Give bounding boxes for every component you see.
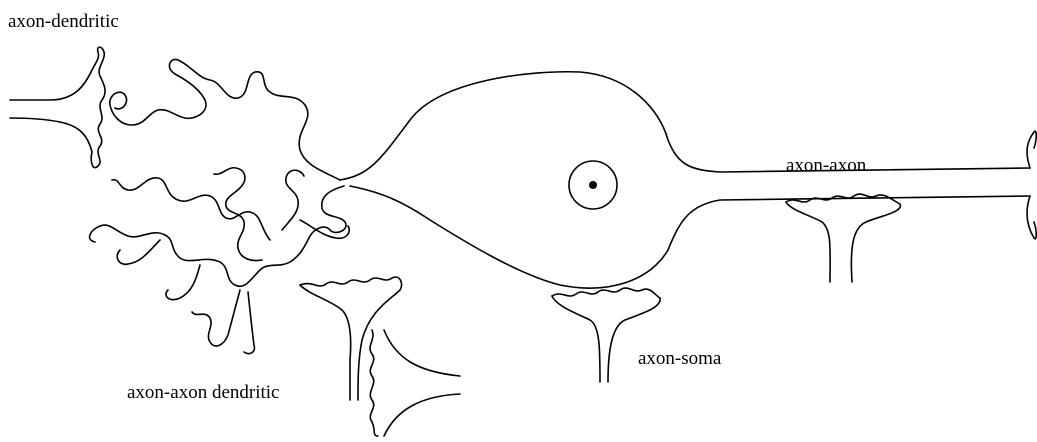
dendrite-branch <box>166 265 200 300</box>
axon-terminal <box>10 47 105 168</box>
label-axon-axon: axon-axon <box>786 156 866 175</box>
soma-lower-outline <box>350 186 1030 288</box>
axon-end <box>1027 196 1036 239</box>
label-axon-axon-dendritic: axon-axon dendritic <box>127 383 279 402</box>
dendrite-branch <box>112 178 270 240</box>
dendrite-branch <box>300 220 349 238</box>
dendrite-branch <box>244 292 254 354</box>
axon-terminal-lower-right <box>384 394 460 436</box>
neuron <box>340 72 1030 288</box>
axon-terminal-axon-axon <box>786 194 900 282</box>
axon-terminal <box>786 194 900 282</box>
dendrite-branch <box>110 59 340 180</box>
axon-terminal <box>786 202 830 282</box>
dendrite-branch <box>192 290 240 346</box>
axon-terminal-axon-dendritic <box>10 47 105 168</box>
axon-terminal <box>552 296 600 382</box>
nucleolus <box>589 181 597 189</box>
axon-terminal-axon-axon-dendritic <box>300 277 460 436</box>
axon-terminal-lower-right <box>384 330 460 376</box>
label-axon-soma: axon-soma <box>638 349 721 368</box>
axon-terminal-lower <box>370 330 378 436</box>
axon-end <box>1027 131 1036 168</box>
label-axon-dendritic: axon-dendritic <box>8 12 119 31</box>
axon-end-terminal <box>1027 131 1036 239</box>
soma-outline <box>340 72 1030 180</box>
dendrite-branch <box>117 240 160 264</box>
dendrite-branch <box>90 186 346 286</box>
dendritic-tree <box>90 59 350 353</box>
axon-terminal-stem <box>300 285 351 400</box>
